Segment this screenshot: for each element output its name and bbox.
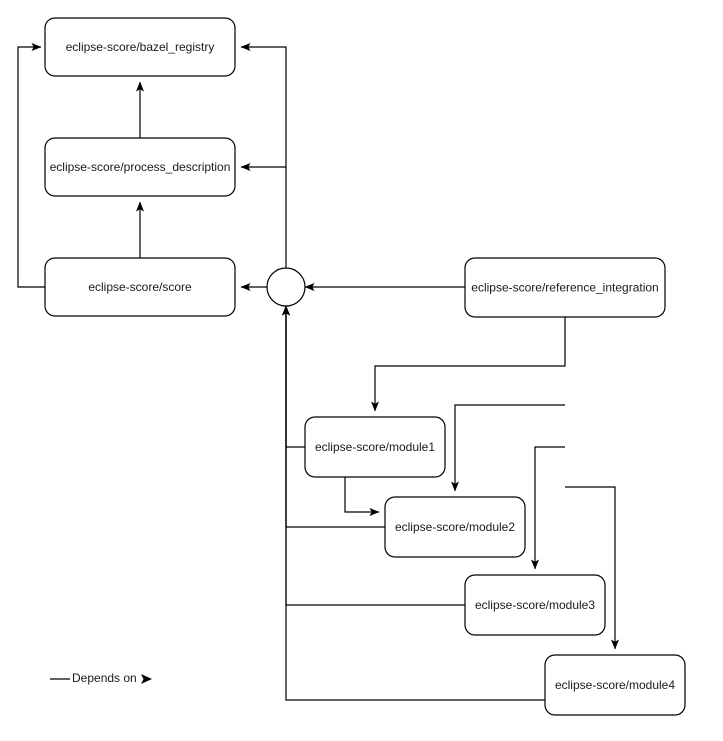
- node-label: eclipse-score/score: [88, 280, 192, 294]
- edge-reference-integration-to-module4: [565, 486, 619, 650]
- node-box[interactable]: [304, 416, 446, 478]
- edge-reference-integration-to-module2: [451, 404, 565, 492]
- node-process-description[interactable]: eclipse-score/process_description: [44, 137, 236, 197]
- node-label: eclipse-score/process_description: [50, 160, 231, 174]
- node-box[interactable]: [44, 257, 236, 317]
- node-label: eclipse-score/reference_integration: [471, 281, 658, 295]
- node-module4[interactable]: eclipse-score/module4: [544, 654, 686, 716]
- node-box[interactable]: [44, 137, 236, 197]
- node-module3[interactable]: eclipse-score/module3: [464, 574, 606, 636]
- node-label: eclipse-score/module2: [395, 520, 515, 534]
- edge-reference-integration-to-module3: [531, 446, 565, 570]
- edge-score-to-bazel-registry: [17, 43, 45, 288]
- node-bazel-registry[interactable]: eclipse-score/bazel_registry: [44, 17, 236, 77]
- legend-label: Depends on: [72, 671, 137, 685]
- node-label: eclipse-score/module1: [315, 440, 435, 454]
- edge-module4-to-junction: [282, 305, 545, 701]
- node-module1[interactable]: eclipse-score/module1: [304, 416, 446, 478]
- edge-module1-to-junction: [282, 305, 305, 448]
- legend-arrow-icon: [141, 674, 152, 684]
- node-label: eclipse-score/bazel_registry: [66, 40, 215, 54]
- edge-junction-to-bazel-registry: [240, 43, 287, 268]
- node-box[interactable]: [464, 574, 606, 636]
- node-box[interactable]: [44, 17, 236, 77]
- node-score[interactable]: eclipse-score/score: [44, 257, 236, 317]
- fan-in-junction-circle[interactable]: [266, 267, 306, 307]
- node-box[interactable]: [544, 654, 686, 716]
- edge-reference-integration-to-module1: [371, 317, 566, 412]
- node-box[interactable]: [384, 496, 526, 558]
- node-module2[interactable]: eclipse-score/module2: [384, 496, 526, 558]
- node-box[interactable]: [464, 257, 666, 318]
- node-reference-integration[interactable]: eclipse-score/reference_integration: [464, 257, 666, 318]
- edge-module1-to-module2: [344, 477, 380, 516]
- node-label: eclipse-score/module4: [555, 678, 675, 692]
- legend: Depends on: [50, 671, 152, 685]
- node-label: eclipse-score/module3: [475, 598, 595, 612]
- edge-layer: [17, 43, 619, 701]
